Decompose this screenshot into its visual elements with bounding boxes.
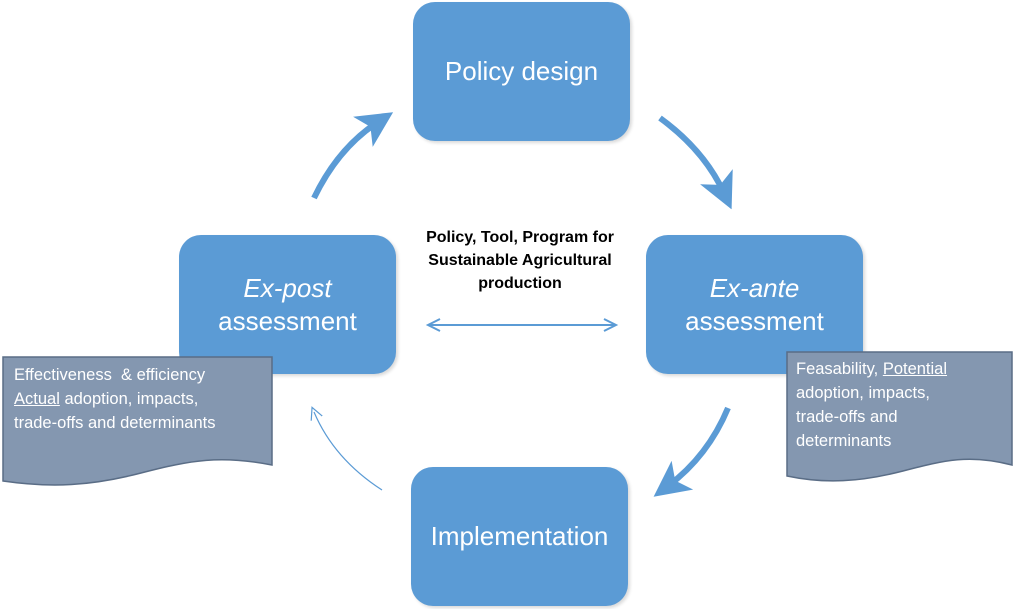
ex-post-box: Ex-post assessment — [179, 235, 396, 374]
note-left-actual: Actual — [14, 389, 60, 408]
note-right-shape — [786, 351, 1013, 482]
policy-design-label: Policy design — [444, 56, 599, 87]
note-left-line2: Actual adoption, impacts, — [14, 388, 272, 412]
ex-post-label-line2: assessment — [218, 305, 357, 336]
note-right-line3: trade-offs and — [796, 407, 898, 426]
note-right-line1-start: Feasability, — [796, 360, 883, 378]
arrow-policy-to-exante — [658, 115, 733, 210]
arrow-implementation-to-expost — [314, 412, 383, 491]
arrow-expost-to-policy — [311, 112, 394, 200]
policy-design-box: Policy design — [413, 2, 630, 141]
ex-ante-label-line1: Ex-ante — [709, 273, 800, 303]
note-right: Feasability, Potential adoption, impacts… — [796, 358, 1011, 454]
center-label-line3: production — [478, 275, 562, 293]
center-label-line1: Policy, Tool, Program for — [426, 229, 614, 246]
center-label: Policy, Tool, Program for Sustainable Ag… — [402, 226, 638, 296]
note-right-line2: adoption, impacts, — [796, 383, 930, 402]
implementation-box: Implementation — [411, 467, 628, 606]
ex-post-label-line1: Ex-post — [243, 273, 332, 303]
implementation-label: Implementation — [430, 521, 609, 552]
note-left-line3: trade-offs and determinants — [14, 413, 216, 432]
note-left-line1: Effectiveness & efficiency — [14, 366, 206, 384]
note-right-line1: Feasability, Potential — [796, 358, 1011, 382]
note-left-shape — [2, 356, 273, 486]
ex-ante-label-line2: assessment — [685, 305, 824, 336]
note-right-line4: determinants — [796, 431, 892, 450]
note-right-potential: Potential — [882, 360, 948, 378]
note-left-line2-rest: adoption, impacts, — [59, 389, 199, 408]
arrow-exante-to-implementation — [653, 406, 731, 497]
center-label-line2: Sustainable Agricultural — [428, 252, 612, 270]
note-left: Effectiveness & efficiency Actual adopti… — [14, 364, 272, 436]
ex-ante-box: Ex-ante assessment — [646, 235, 863, 374]
